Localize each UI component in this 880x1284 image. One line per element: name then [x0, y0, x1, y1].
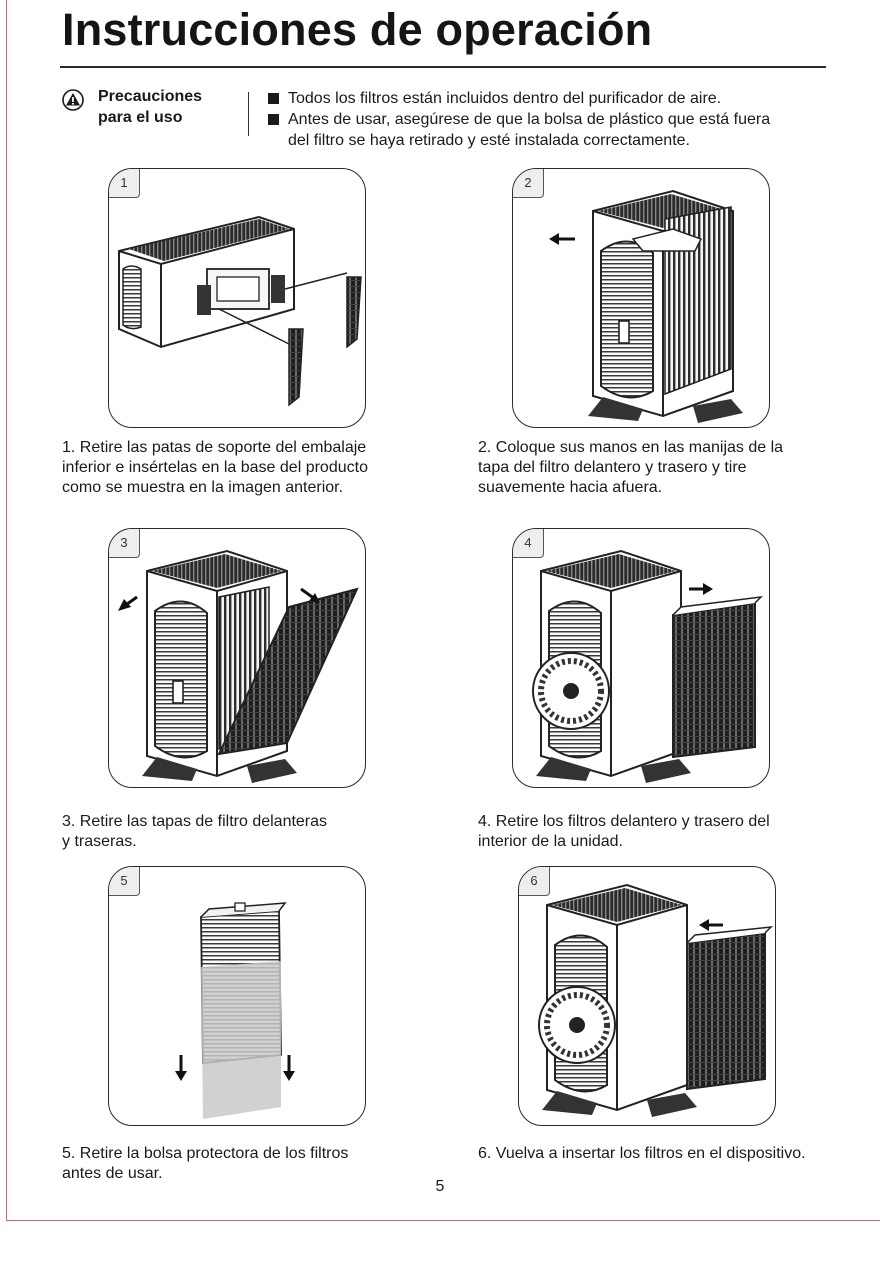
- page-number: 5: [435, 1178, 445, 1195]
- page-title: Instrucciones de operación: [62, 4, 653, 55]
- step-panel-1: 1: [108, 168, 366, 428]
- illustration-support-legs: [118, 215, 362, 407]
- page-edge-bottom: [6, 1220, 880, 1221]
- page-edge-left: [6, 0, 7, 1220]
- step-panel-2: 2: [512, 168, 770, 428]
- illustration-insert-filters: [538, 884, 774, 1118]
- precautions-label: Precauciones para el uso: [98, 86, 202, 128]
- step-caption-1: 1. Retire las patas de soporte del embal…: [62, 439, 368, 496]
- step-panel-6: 6: [518, 866, 776, 1126]
- precaution-item: Todos los filtros están incluidos dentro…: [268, 88, 770, 109]
- precaution-item-continued: del filtro se haya retirado y esté insta…: [268, 130, 770, 151]
- step-number-badge: 2: [513, 169, 544, 198]
- step-caption-2: 2. Coloque sus manos en las manijas de l…: [478, 439, 784, 496]
- precautions-label-line2: para el uso: [98, 109, 183, 126]
- step-panel-4: 4: [512, 528, 770, 788]
- precautions-label-line1: Precauciones: [98, 88, 203, 105]
- step-number-badge: 6: [519, 867, 550, 896]
- step-number-badge: 5: [109, 867, 140, 896]
- precaution-item: Antes de usar, asegúrese de que la bolsa…: [268, 109, 770, 130]
- warning-triangle-icon: [62, 89, 84, 111]
- step-panel-3: 3: [108, 528, 366, 788]
- step-caption-5: 5. Retire la bolsa protectora de los fil…: [62, 1145, 349, 1182]
- step-caption-4: 4. Retire los filtros delantero y traser…: [478, 813, 770, 850]
- illustration-pull-cover: [549, 190, 744, 424]
- illustration-remove-covers: [118, 550, 359, 784]
- step-caption-3: 3. Retire las tapas de filtro delanteras…: [62, 813, 328, 850]
- step-panel-5: 5: [108, 866, 366, 1126]
- step-number-badge: 4: [513, 529, 544, 558]
- bullet-square-icon: [268, 114, 279, 125]
- precaution-text: del filtro se haya retirado y esté insta…: [288, 132, 690, 149]
- illustration-remove-filters: [532, 550, 764, 784]
- precautions-list: Todos los filtros están incluidos dentro…: [268, 88, 770, 151]
- precaution-text: Todos los filtros están incluidos dentro…: [288, 90, 722, 107]
- title-rule: [60, 66, 826, 68]
- precaution-text: Antes de usar, asegúrese de que la bolsa…: [288, 111, 771, 128]
- precautions-divider: [248, 92, 249, 136]
- bullet-square-icon: [268, 93, 279, 104]
- step-number-badge: 3: [109, 529, 140, 558]
- step-number-badge: 1: [109, 169, 140, 198]
- step-caption-6: 6. Vuelva a insertar los filtros en el d…: [478, 1145, 806, 1162]
- illustration-remove-bag: [175, 902, 295, 1119]
